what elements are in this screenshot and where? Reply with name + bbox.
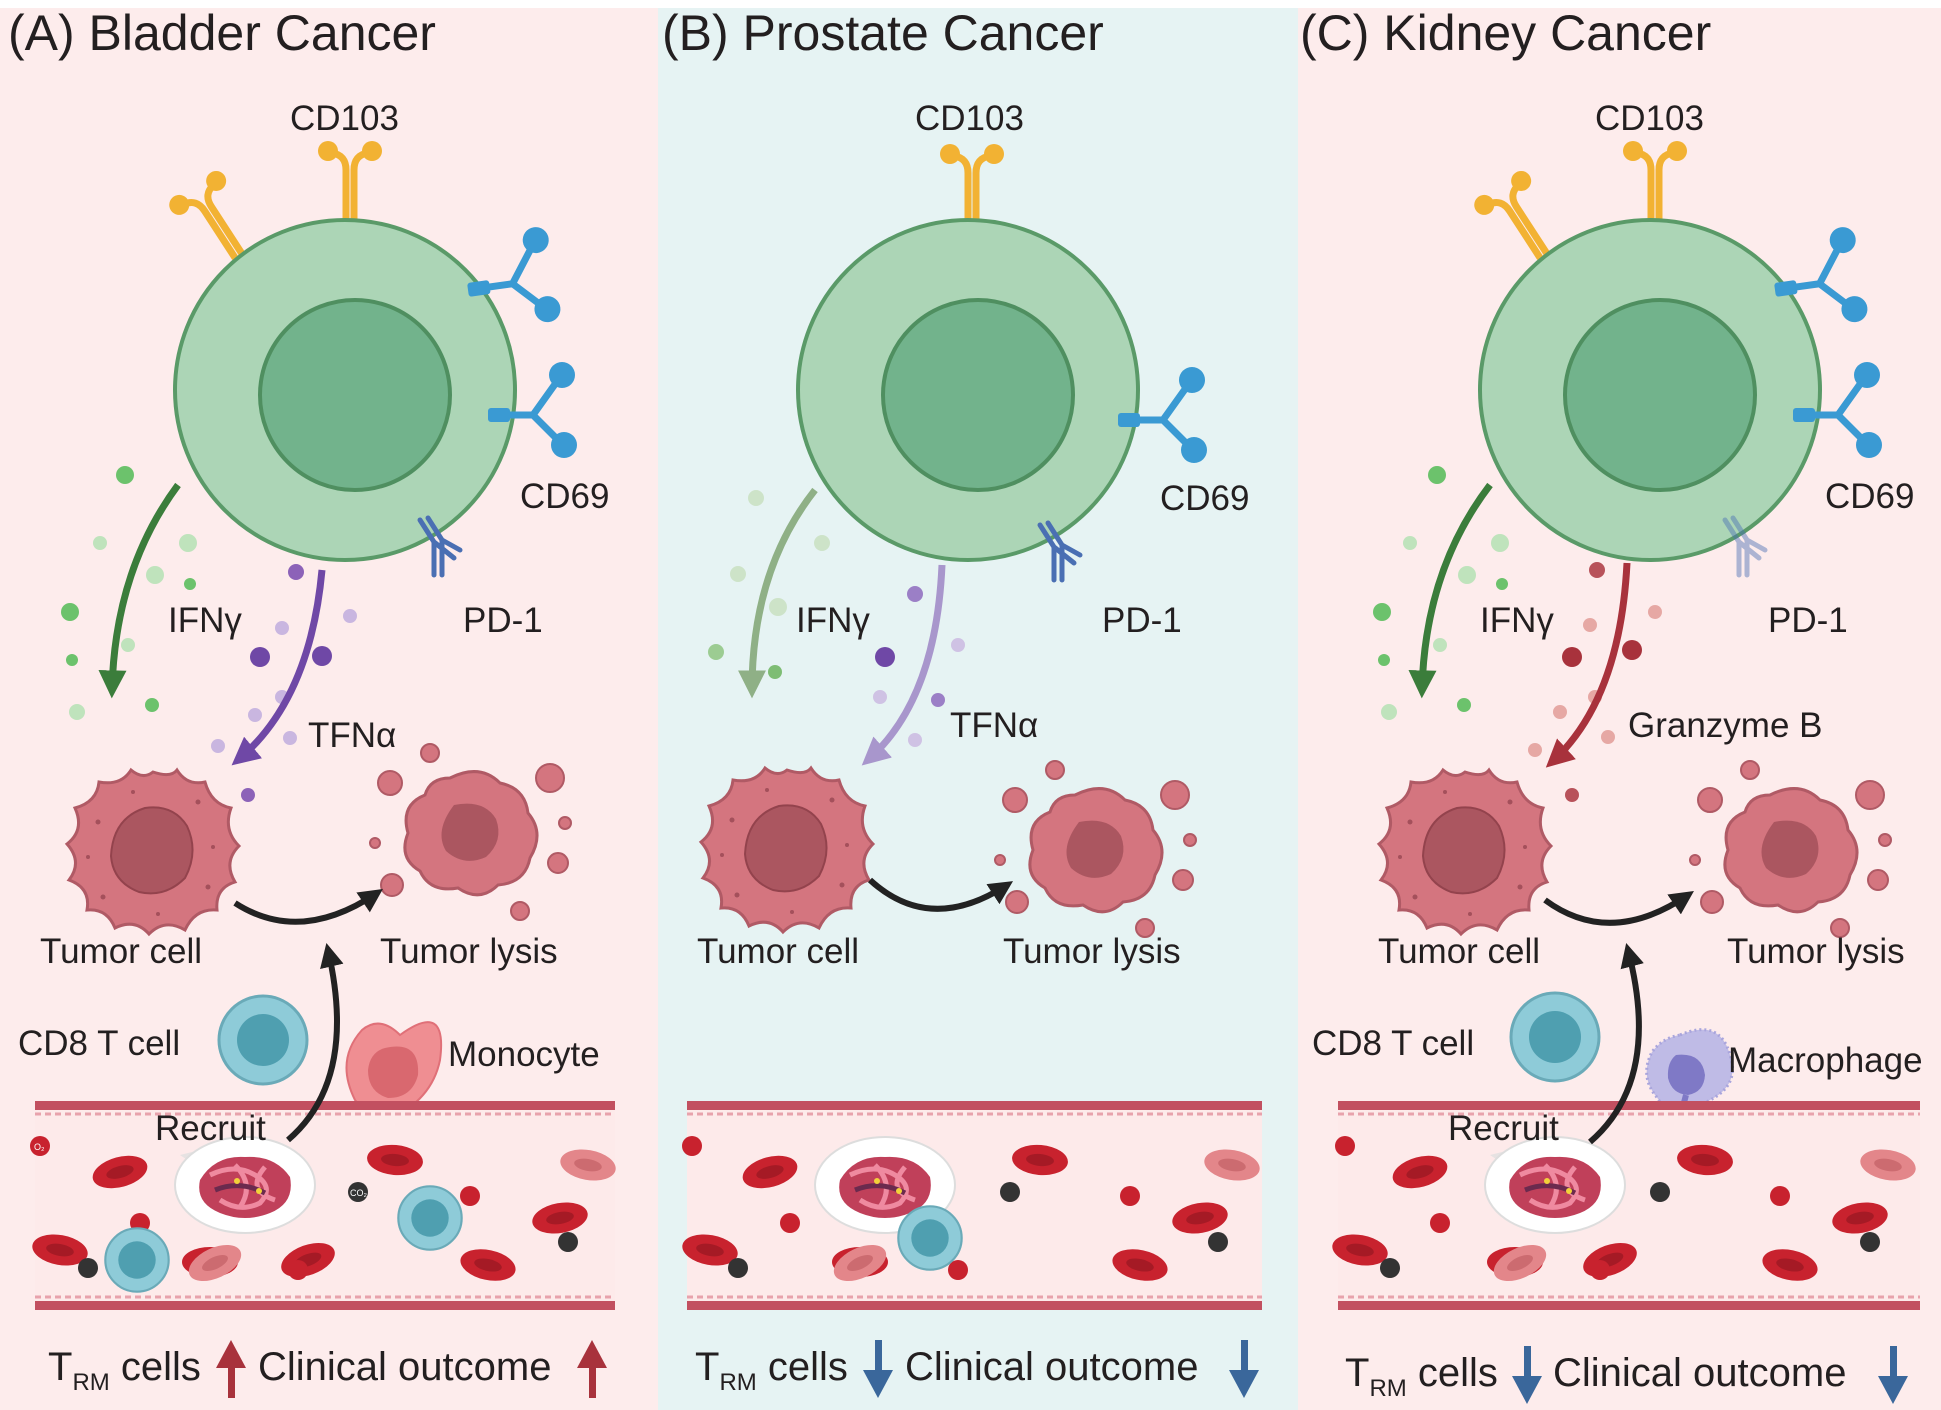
tumor-cell-label-b: Tumor cell: [697, 932, 859, 971]
cd103-label-c: CD103: [1595, 99, 1704, 138]
cd69-label-c: CD69: [1825, 477, 1914, 516]
granzyme-dots-c: [1528, 562, 1662, 802]
cd8-t-cell-a: [217, 994, 309, 1086]
blood-vessel-b: [679, 1101, 1263, 1310]
recruit-label-c: Recruit: [1448, 1109, 1559, 1148]
cd103-label-a: CD103: [290, 99, 399, 138]
up-arrow-icon: [216, 1340, 246, 1398]
recruit-arrow-c: [1588, 943, 1644, 1145]
panel-a: (A) Bladder Cancer CD103 CD69 PD-1: [8, 5, 619, 1398]
blood-vessel-a: O₂ CO₂: [29, 1101, 619, 1310]
blood-vessel-c: [1329, 1101, 1920, 1310]
ifng-arrow-c: [1408, 482, 1493, 699]
cd8-label-a: CD8 T cell: [18, 1024, 180, 1063]
svg-text:CO₂: CO₂: [350, 1188, 368, 1198]
footer-outcome-b: Clinical outcome: [905, 1345, 1198, 1389]
ifng-dots-a: [61, 466, 197, 720]
ifng-arrow-b: [738, 487, 818, 699]
tumor-lysis-label-b: Tumor lysis: [1003, 932, 1181, 971]
panel-a-title: (A) Bladder Cancer: [8, 5, 436, 61]
tumor-cell-label-c: Tumor cell: [1378, 932, 1540, 971]
up-arrow-icon: [577, 1340, 607, 1398]
ifng-arrow-a: [98, 482, 181, 699]
tumor-lysis-label-c: Tumor lysis: [1727, 932, 1905, 971]
monocyte-label: Monocyte: [448, 1035, 600, 1074]
tnfa-arrow-b: [861, 564, 946, 766]
down-arrow-icon: [1229, 1340, 1259, 1398]
granzyme-label-c: Granzyme B: [1628, 706, 1823, 745]
granzyme-arrow-c: [1545, 562, 1631, 768]
tnfa-dots-a: [211, 564, 357, 802]
ifng-dots-b: [708, 490, 830, 679]
ifng-dots-c: [1373, 466, 1509, 720]
footer-trm-c: TRM cells: [1345, 1351, 1498, 1402]
pd1-label-c: PD-1: [1768, 601, 1848, 640]
cd8-t-cell-c: [1509, 991, 1601, 1083]
footer-outcome-c: Clinical outcome: [1553, 1351, 1846, 1395]
cd8-label-c: CD8 T cell: [1312, 1024, 1474, 1063]
cd69-label-b: CD69: [1160, 479, 1249, 518]
recruit-label-a: Recruit: [155, 1109, 266, 1148]
tnfa-arrow-a: [231, 569, 326, 766]
ifng-label-c: IFNγ: [1480, 601, 1554, 640]
panel-c-title: (C) Kidney Cancer: [1300, 5, 1711, 61]
footer-trm-a: TRM cells: [48, 1345, 201, 1396]
tumor-lysis-label-a: Tumor lysis: [380, 932, 558, 971]
down-arrow-icon: [1878, 1346, 1908, 1404]
svg-text:O₂: O₂: [34, 1142, 45, 1152]
tnfa-label-a: TFNα: [308, 716, 396, 755]
footer-trm-b: TRM cells: [695, 1345, 848, 1396]
panel-b-title: (B) Prostate Cancer: [662, 5, 1104, 61]
down-arrow-icon: [863, 1340, 893, 1398]
panel-b: (B) Prostate Cancer CD103 CD69 PD-1 IFNγ…: [662, 5, 1263, 1398]
lysis-arrow-a: [233, 888, 383, 925]
cd103-label-b: CD103: [915, 99, 1024, 138]
lysis-arrow-c: [1543, 890, 1694, 926]
footer-outcome-a: Clinical outcome: [258, 1345, 551, 1389]
tnfa-dots-b: [873, 586, 965, 747]
recruit-arrow-a: [286, 942, 344, 1143]
ifng-label-a: IFNγ: [168, 601, 242, 640]
tumor-cell-label-a: Tumor cell: [40, 932, 202, 971]
cd69-label-a: CD69: [520, 477, 609, 516]
pd1-label-a: PD-1: [463, 601, 543, 640]
pd1-label-b: PD-1: [1102, 601, 1182, 640]
macrophage-label: Macrophage: [1728, 1041, 1923, 1080]
tnfa-label-b: TFNα: [950, 706, 1038, 745]
panel-c: (C) Kidney Cancer CD103 CD69 PD-1: [1300, 5, 1923, 1404]
lysis-arrow-b: [867, 877, 1014, 912]
ifng-label-b: IFNγ: [796, 601, 870, 640]
down-arrow-icon: [1512, 1346, 1542, 1404]
